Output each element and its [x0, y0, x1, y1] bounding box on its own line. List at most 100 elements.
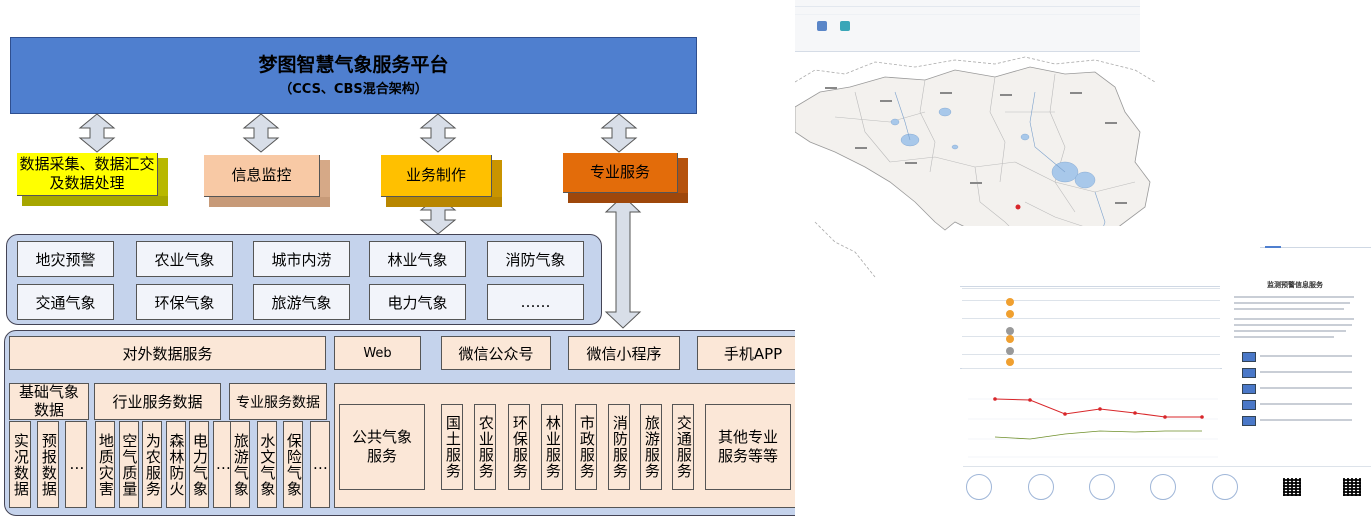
double-arrow-icon	[242, 113, 280, 153]
service-type-4: 消防气象	[487, 241, 584, 277]
module-special-service: 专业服务	[563, 153, 688, 203]
module-business-production-label: 业务制作	[381, 155, 492, 197]
module-info-monitor: 信息监控	[204, 155, 330, 207]
platform-subtitle: （CCS、CBS混合架构）	[279, 82, 428, 97]
service-type-5: 交通气象	[17, 284, 114, 320]
table-row[interactable]	[962, 354, 1220, 355]
service-type-2: 城市内涝	[253, 241, 350, 277]
bottom-nav-icon[interactable]	[966, 474, 992, 500]
industry-data-item-2: 为农服务	[142, 421, 162, 508]
table-row[interactable]	[962, 288, 1220, 289]
bulletin-icon[interactable]	[1242, 384, 1256, 394]
basic-data-label: 基础气象数据	[9, 383, 89, 420]
long-double-arrow-icon	[604, 195, 642, 329]
arrows-layer	[78, 113, 642, 329]
qr-code-icon	[1343, 478, 1361, 496]
bulletin-icon[interactable]	[1242, 416, 1256, 426]
module-data-collection: 数据采集、数据汇交及数据处理	[17, 153, 168, 206]
toolbar-divider	[795, 14, 1140, 15]
industry-data-label: 行业服务数据	[94, 383, 221, 420]
double-arrow-icon	[78, 113, 116, 153]
city-marker-icon[interactable]	[1015, 204, 1021, 210]
service-type-7: 旅游气象	[253, 284, 350, 320]
toolbar-divider	[795, 6, 1140, 7]
vertical-service-4: 市政服务	[575, 404, 597, 490]
news-list-item[interactable]	[1260, 403, 1352, 405]
service-type-1: 农业气象	[136, 241, 233, 277]
industry-data-item-5: …	[212, 421, 233, 508]
news-list-item[interactable]	[1260, 387, 1352, 389]
industry-data-item-3: 森林防火	[165, 421, 186, 508]
bottom-nav-icon[interactable]	[1212, 474, 1238, 500]
channel-wechat-mini: 微信小程序	[568, 336, 680, 370]
vertical-service-1: 农业服务	[474, 404, 496, 490]
module-business-production: 业务制作	[381, 155, 502, 207]
news-list-item[interactable]	[1260, 371, 1352, 373]
double-arrow-icon	[600, 113, 638, 153]
service-type-3: 林业气象	[369, 241, 466, 277]
app-toolbar	[795, 0, 1140, 52]
service-type-0: 地灾预警	[17, 241, 114, 277]
channel-mobile-app: 手机APP	[697, 336, 809, 370]
public-weather-service: 公共气象服务	[339, 404, 425, 490]
status-dot-icon	[1006, 335, 1014, 343]
bottom-nav-bar	[963, 466, 1371, 467]
external-data-service: 对外数据服务	[9, 336, 326, 370]
channel-wechat-official: 微信公众号	[441, 336, 551, 370]
basic-data-item-1: 预报数据	[37, 421, 59, 508]
basic-data-item-0: 实况数据	[9, 421, 31, 508]
table-row[interactable]	[962, 368, 1220, 369]
other-services: 其他专业服务等等	[705, 404, 791, 490]
chart-icon[interactable]	[817, 21, 827, 31]
vertical-service-5: 消防服务	[608, 404, 630, 490]
industry-data-item-0: 地质灾害	[95, 421, 115, 508]
professional-data-item-2: 保险气象	[283, 421, 303, 508]
vertical-service-2: 环保服务	[508, 404, 530, 490]
bottom-nav-icon[interactable]	[1150, 474, 1176, 500]
table-row[interactable]	[962, 318, 1220, 319]
status-dot-icon	[1006, 327, 1014, 335]
module-special-service-label: 专业服务	[563, 153, 678, 193]
status-dot-icon	[1006, 358, 1014, 366]
news-list-item[interactable]	[1260, 355, 1352, 357]
bulletin-icon[interactable]	[1242, 368, 1256, 378]
vertical-service-0: 国土服务	[441, 404, 463, 490]
active-tab-indicator	[1265, 246, 1281, 248]
channel-web: Web	[334, 336, 421, 370]
bottom-nav-icon[interactable]	[1028, 474, 1054, 500]
service-type-6: 环保气象	[136, 284, 233, 320]
status-dot-icon	[1006, 310, 1014, 318]
status-dot-icon	[1006, 347, 1014, 355]
table-row[interactable]	[962, 336, 1220, 337]
professional-data-item-3: …	[309, 421, 330, 508]
service-type-9: ……	[487, 284, 584, 320]
basic-data-item-2: …	[65, 421, 87, 508]
double-arrow-icon	[419, 113, 457, 153]
professional-data-item-0: 旅游气象	[230, 421, 250, 508]
platform-title: 梦图智慧气象服务平台	[258, 54, 449, 76]
service-type-8: 电力气象	[369, 284, 466, 320]
bulletin-icon[interactable]	[1242, 352, 1256, 362]
module-info-monitor-label: 信息监控	[204, 155, 320, 197]
vertical-service-7: 交通服务	[672, 404, 694, 490]
bulletin-icon[interactable]	[1242, 400, 1256, 410]
warning-table	[960, 286, 1220, 368]
trend-chart	[960, 368, 1222, 468]
vertical-service-3: 林业服务	[541, 404, 563, 490]
panel-tabs[interactable]	[1260, 230, 1371, 248]
news-list-item[interactable]	[1260, 419, 1352, 421]
status-dot-icon	[1006, 298, 1014, 306]
panel-title: 监测预警信息服务	[1267, 281, 1323, 289]
table-row[interactable]	[962, 300, 1220, 301]
bottom-nav-icon[interactable]	[1089, 474, 1115, 500]
platform-title-box	[10, 37, 697, 114]
layers-icon[interactable]	[840, 21, 850, 31]
professional-data-label: 专业服务数据	[229, 383, 327, 420]
module-data-collection-label: 数据采集、数据汇交及数据处理	[17, 153, 158, 196]
monitor-side-panel: 监测预警信息服务	[960, 226, 1371, 520]
news-text-block	[1230, 292, 1360, 348]
industry-data-item-1: 空气质量	[118, 421, 139, 508]
industry-data-item-4: 电力气象	[189, 421, 209, 508]
vertical-service-6: 旅游服务	[640, 404, 662, 490]
professional-data-item-1: 水文气象	[256, 421, 277, 508]
